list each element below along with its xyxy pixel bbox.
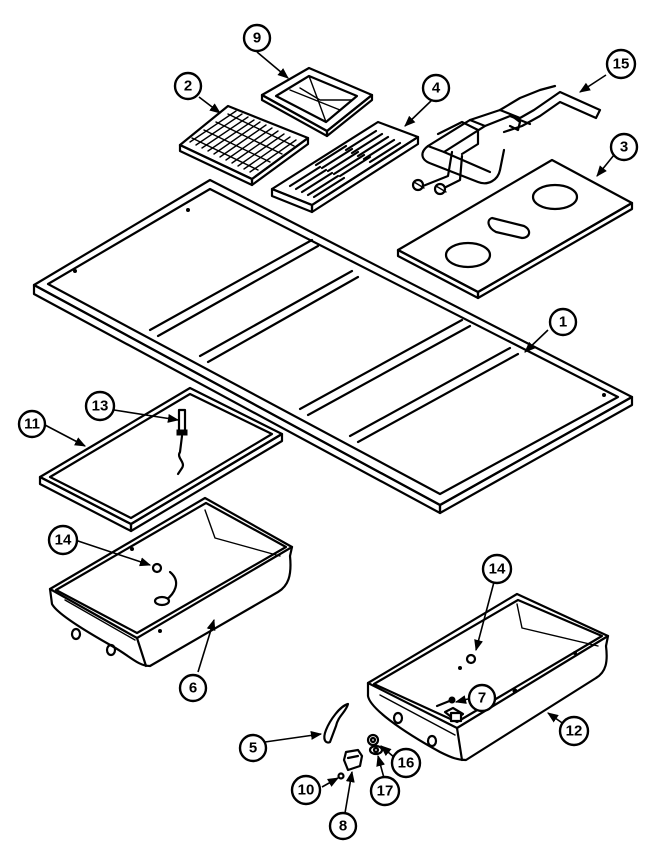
callout-15: 15 xyxy=(605,48,637,80)
right-drip-pan-part xyxy=(366,592,610,762)
callout-14-right: 14 xyxy=(481,553,513,585)
callout-8: 8 xyxy=(328,811,358,841)
callout-label: 17 xyxy=(377,783,394,800)
clip-bracket-part xyxy=(323,702,350,744)
callout-label: 15 xyxy=(613,56,630,73)
callout-label: 6 xyxy=(189,680,197,697)
callout-12: 12 xyxy=(558,715,590,747)
grill-grate-bars xyxy=(189,110,297,173)
callout-label: 14 xyxy=(55,532,72,549)
burner-grate-part xyxy=(260,66,374,138)
frame-cross-bars xyxy=(148,238,520,444)
callout-label: 1 xyxy=(559,314,567,331)
callout-label: 9 xyxy=(253,30,261,47)
nut-washer-part xyxy=(366,733,384,756)
callout-10: 10 xyxy=(290,774,322,806)
gas-burner-part xyxy=(411,84,602,196)
callout-7: 7 xyxy=(467,683,497,713)
callout-6: 6 xyxy=(178,673,208,703)
grill-element-slots xyxy=(288,129,402,199)
callout-label: 10 xyxy=(298,782,315,799)
callout-13: 13 xyxy=(84,390,116,422)
leader-lines xyxy=(44,51,615,814)
cooktop-frame-part xyxy=(32,178,634,515)
thermostat-probe-part xyxy=(176,408,188,476)
callout-label: 16 xyxy=(398,755,415,772)
callout-1: 1 xyxy=(548,307,578,337)
callout-16: 16 xyxy=(390,747,422,779)
bracket-part xyxy=(342,748,364,772)
grill-element-part xyxy=(270,120,420,214)
callout-5: 5 xyxy=(238,733,268,763)
callout-label: 7 xyxy=(478,690,486,707)
callout-9: 9 xyxy=(242,23,272,53)
callout-4: 4 xyxy=(421,73,451,103)
callout-label: 3 xyxy=(620,139,628,156)
grill-grate-part xyxy=(178,104,310,187)
screw-part xyxy=(435,696,456,708)
callout-11: 11 xyxy=(17,409,47,439)
callout-17: 17 xyxy=(369,775,401,807)
callout-2: 2 xyxy=(173,71,203,101)
callout-label: 14 xyxy=(489,561,506,578)
callout-label: 8 xyxy=(339,818,347,835)
small-screw-part xyxy=(337,772,345,780)
burner-cover-plate-part xyxy=(396,158,634,300)
callout-label: 12 xyxy=(566,723,583,740)
callout-label: 5 xyxy=(249,740,257,757)
cover-panel-part xyxy=(38,386,284,533)
callout-label: 2 xyxy=(184,78,192,95)
callout-label: 13 xyxy=(92,398,109,415)
left-drip-pan-part xyxy=(48,496,294,668)
callout-14-left: 14 xyxy=(47,524,79,556)
callout-label: 4 xyxy=(432,80,441,97)
callout-3: 3 xyxy=(609,132,639,162)
callout-label: 11 xyxy=(24,416,40,433)
